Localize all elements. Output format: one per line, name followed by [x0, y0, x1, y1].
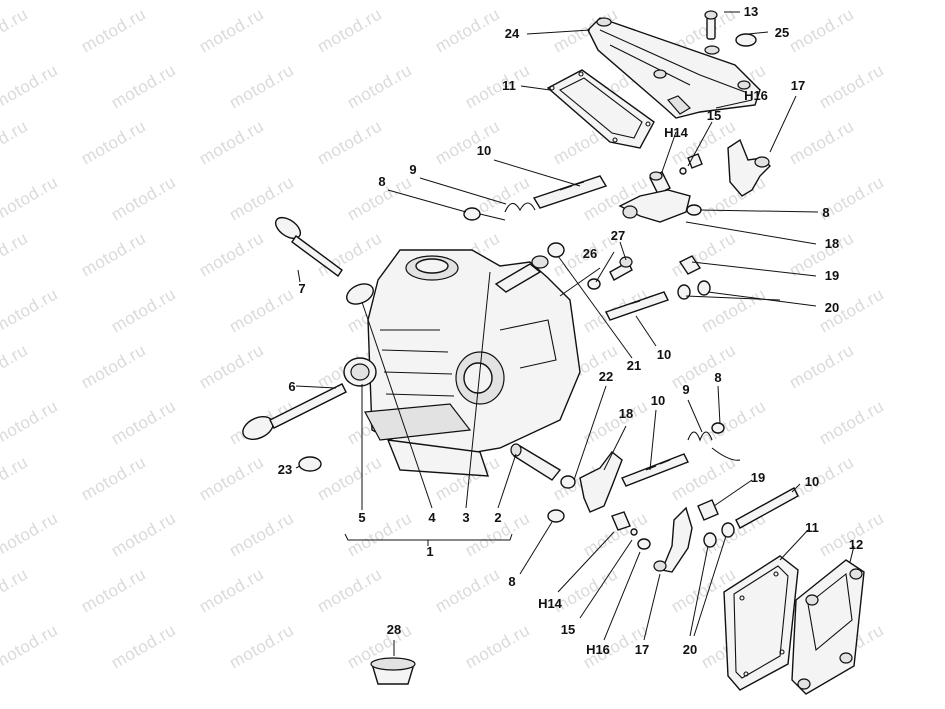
callout-10: 10: [477, 143, 491, 158]
part-gasket-11-top: [546, 69, 655, 149]
callout-2: 2: [494, 510, 501, 525]
part-valve-7: [274, 216, 343, 277]
callout-26: 26: [583, 246, 597, 261]
callout-6: 6: [288, 379, 295, 394]
callout-20: 20: [825, 300, 839, 315]
callout-10: 10: [651, 393, 665, 408]
callout-27: 27: [611, 228, 625, 243]
part-cover-12-bottom: [791, 559, 865, 695]
callout-12: 12: [849, 537, 863, 552]
part-middle-right-group: [587, 255, 711, 321]
callout-15: 15: [707, 108, 721, 123]
part-cylinder-head: [364, 249, 581, 477]
callout-18: 18: [619, 406, 633, 421]
callout-labels: 1 2 3 4 5 6 7 8 8 8 8 9 9 10 10 10 10 11…: [278, 4, 863, 657]
callout-24: 24: [505, 26, 520, 41]
callout-18: 18: [825, 236, 839, 251]
part-lower-rocker-group: [510, 422, 799, 573]
callout-h14: H14: [664, 125, 689, 140]
callout-8: 8: [508, 574, 515, 589]
callout-8: 8: [378, 174, 385, 189]
part-cap-28: [370, 657, 416, 685]
part-gasket-11-bottom: [723, 555, 799, 691]
callout-5: 5: [358, 510, 365, 525]
callout-7: 7: [298, 281, 305, 296]
callout-20: 20: [683, 642, 697, 657]
part-rocker-cover-top: [587, 17, 761, 119]
callout-8: 8: [822, 205, 829, 220]
callout-1: 1: [426, 544, 433, 559]
callout-21: 21: [627, 358, 641, 373]
callout-10: 10: [805, 474, 819, 489]
part-valve-6: [242, 357, 377, 441]
callout-10: 10: [657, 347, 671, 362]
callout-23: 23: [278, 462, 292, 477]
part-valve-guide-seal: [346, 242, 565, 305]
callout-h16: H16: [744, 88, 768, 103]
callout-h14: H14: [538, 596, 563, 611]
part-screw-13: [704, 10, 718, 40]
callout-h16: H16: [586, 642, 610, 657]
callout-19: 19: [751, 470, 765, 485]
callout-13: 13: [744, 4, 758, 19]
callout-28: 28: [387, 622, 401, 637]
callout-17: 17: [791, 78, 805, 93]
part-upper-rocker-group: [463, 138, 771, 223]
callout-25: 25: [775, 25, 789, 40]
callout-15: 15: [561, 622, 575, 637]
callout-8: 8: [714, 370, 721, 385]
part-plug-23: [298, 456, 322, 472]
callout-17: 17: [635, 642, 649, 657]
part-plug-25: [735, 33, 757, 47]
callout-11: 11: [502, 78, 516, 93]
callout-9: 9: [409, 162, 416, 177]
callout-4: 4: [428, 510, 436, 525]
callout-3: 3: [462, 510, 469, 525]
callout-19: 19: [825, 268, 839, 283]
leader-lines: [295, 11, 855, 656]
callout-9: 9: [682, 382, 689, 397]
callout-22: 22: [599, 369, 613, 384]
callout-11: 11: [805, 520, 819, 535]
